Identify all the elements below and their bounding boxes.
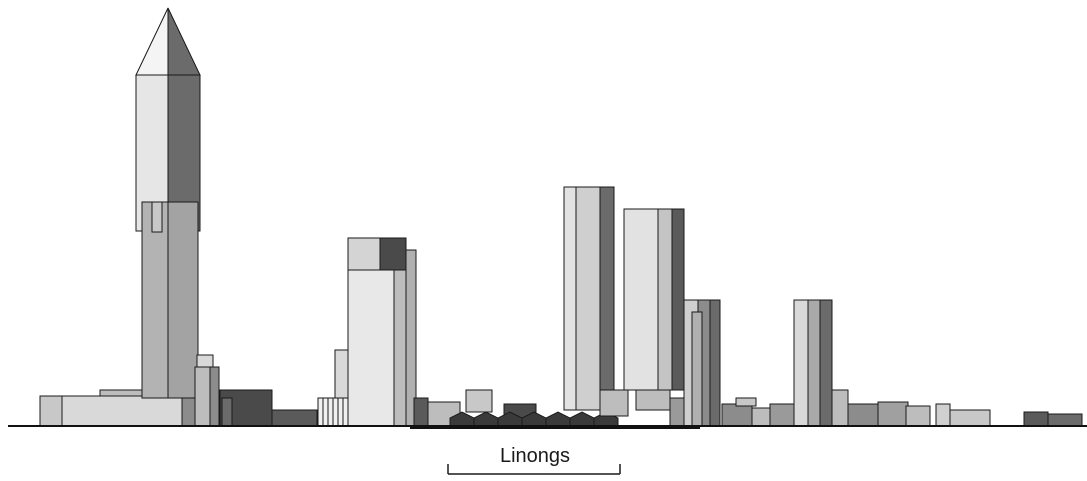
obelisk-tower: [135, 7, 201, 399]
linongs-rooftops: [449, 411, 619, 427]
dark-low-blocks: [219, 389, 318, 427]
slab-tower-one: [563, 186, 629, 417]
linongs-label: Linongs: [500, 445, 570, 467]
cylindrical-tower: [317, 237, 417, 427]
right-tall-tower: [793, 299, 849, 427]
small-base-tower: [194, 354, 220, 427]
medium-tower-right: [683, 299, 721, 427]
slab-tower-two: [623, 208, 691, 427]
right-low-cluster: [721, 397, 797, 427]
far-right-low-buildings: [847, 401, 1083, 427]
linongs-bracket: [447, 464, 621, 475]
